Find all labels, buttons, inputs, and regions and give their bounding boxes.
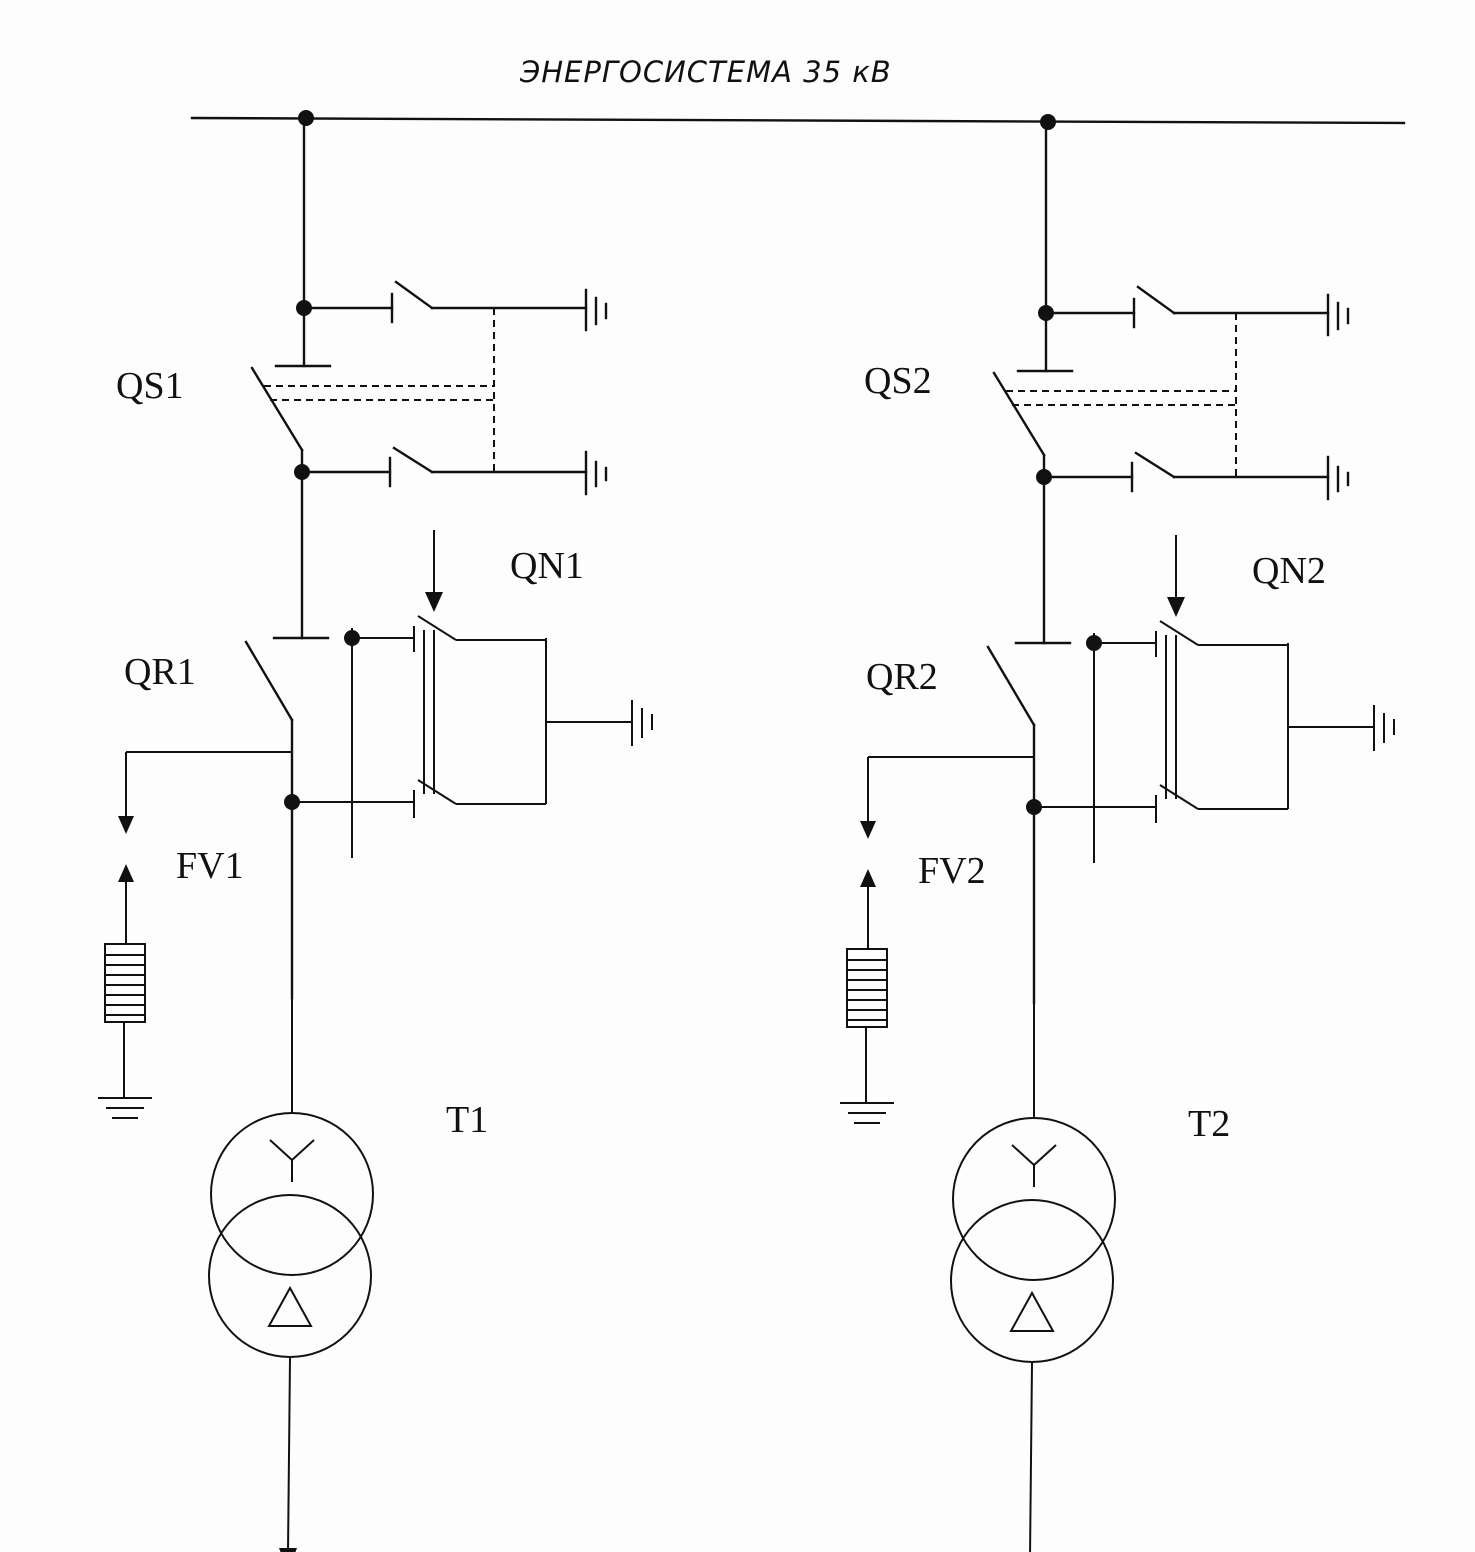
bus-junction-2 (1040, 114, 1056, 130)
bay-2-schematic (838, 121, 1396, 1552)
label-qs1: QS1 (116, 365, 184, 407)
label-qn2: QN2 (1252, 550, 1326, 592)
label-t2: T2 (1188, 1103, 1230, 1145)
label-qr2: QR2 (866, 656, 938, 698)
bay-1: QS1 QN1 QR1 FV1 T1 (96, 116, 654, 1552)
bay-1-schematic (96, 116, 654, 1552)
bus-junction-1 (298, 110, 314, 126)
label-qr1: QR1 (124, 651, 196, 693)
busbar-35kv (190, 116, 1406, 125)
label-t1: T1 (446, 1099, 488, 1141)
label-fv2: FV2 (918, 850, 986, 892)
bay-2: QS2 QN2 QR2 FV2 T2 (838, 121, 1396, 1552)
system-title: ЭНЕРГОСИСТЕМА 35 кВ (519, 55, 892, 89)
label-fv1: FV1 (176, 845, 244, 887)
label-qn1: QN1 (510, 545, 584, 587)
label-qs2: QS2 (864, 360, 932, 402)
